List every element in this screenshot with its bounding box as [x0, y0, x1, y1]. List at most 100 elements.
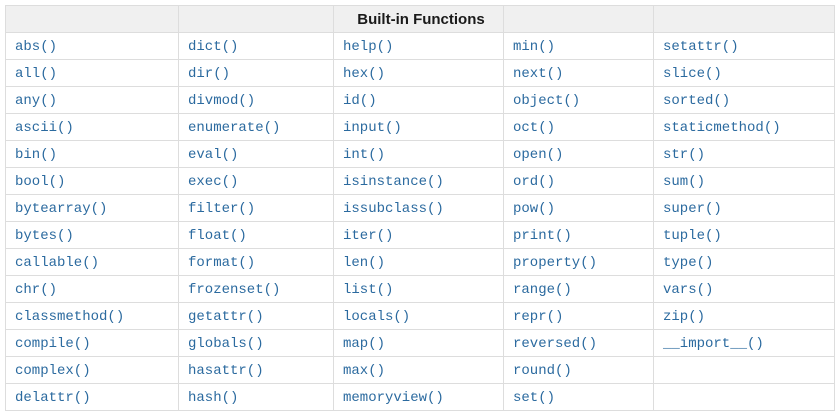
- function-link-hex[interactable]: hex(): [343, 66, 386, 82]
- table-row: bin() eval() int() open() str(): [5, 140, 835, 168]
- function-cell: hex(): [333, 59, 504, 87]
- function-link-vars[interactable]: vars(): [663, 282, 714, 298]
- function-cell: repr(): [503, 302, 654, 330]
- function-link-id[interactable]: id(): [343, 93, 377, 109]
- function-link-list[interactable]: list(): [343, 282, 394, 298]
- table-row: chr() frozenset() list() range() vars(): [5, 275, 835, 303]
- function-link-getattr[interactable]: getattr(): [188, 309, 264, 325]
- function-cell: sum(): [653, 167, 835, 195]
- function-link-complex[interactable]: complex(): [15, 363, 91, 379]
- function-link-iter[interactable]: iter(): [343, 228, 394, 244]
- function-link-callable[interactable]: callable(): [15, 255, 100, 271]
- function-link-abs[interactable]: abs(): [15, 39, 58, 55]
- function-link-delattr[interactable]: delattr(): [15, 390, 91, 406]
- function-link-format[interactable]: format(): [188, 255, 256, 271]
- function-link-locals[interactable]: locals(): [343, 309, 411, 325]
- function-link-classmethod[interactable]: classmethod(): [15, 309, 125, 325]
- function-cell: isinstance(): [333, 167, 504, 195]
- function-link-print[interactable]: print(): [513, 228, 572, 244]
- function-link-reversed[interactable]: reversed(): [513, 336, 598, 352]
- function-link-zip[interactable]: zip(): [663, 309, 706, 325]
- function-link-chr[interactable]: chr(): [15, 282, 58, 298]
- function-link-pow[interactable]: pow(): [513, 201, 556, 217]
- function-link-round[interactable]: round(): [513, 363, 572, 379]
- function-cell: open(): [503, 140, 654, 168]
- function-cell: list(): [333, 275, 504, 303]
- function-link-isinstance[interactable]: isinstance(): [343, 174, 444, 190]
- function-link-len[interactable]: len(): [343, 255, 386, 271]
- function-link-__import__[interactable]: __import__(): [663, 336, 764, 352]
- function-link-set[interactable]: set(): [513, 390, 556, 406]
- function-link-property[interactable]: property(): [513, 255, 598, 271]
- function-link-exec[interactable]: exec(): [188, 174, 239, 190]
- function-cell: sorted(): [653, 86, 835, 114]
- function-link-object[interactable]: object(): [513, 93, 581, 109]
- function-cell: setattr(): [653, 32, 835, 60]
- function-link-issubclass[interactable]: issubclass(): [343, 201, 444, 217]
- function-link-bytearray[interactable]: bytearray(): [15, 201, 108, 217]
- function-link-eval[interactable]: eval(): [188, 147, 239, 163]
- function-link-filter[interactable]: filter(): [188, 201, 256, 217]
- function-link-super[interactable]: super(): [663, 201, 722, 217]
- function-link-divmod[interactable]: divmod(): [188, 93, 256, 109]
- function-link-compile[interactable]: compile(): [15, 336, 91, 352]
- function-link-help[interactable]: help(): [343, 39, 394, 55]
- function-link-str[interactable]: str(): [663, 147, 706, 163]
- function-link-bool[interactable]: bool(): [15, 174, 66, 190]
- function-link-dict[interactable]: dict(): [188, 39, 239, 55]
- function-cell: input(): [333, 113, 504, 141]
- function-link-range[interactable]: range(): [513, 282, 572, 298]
- function-link-float[interactable]: float(): [188, 228, 247, 244]
- function-link-ord[interactable]: ord(): [513, 174, 556, 190]
- function-link-input[interactable]: input(): [343, 120, 402, 136]
- function-cell: range(): [503, 275, 654, 303]
- function-link-setattr[interactable]: setattr(): [663, 39, 739, 55]
- function-link-all[interactable]: all(): [15, 66, 58, 82]
- function-cell: map(): [333, 329, 504, 357]
- function-cell: any(): [5, 86, 179, 114]
- function-cell: eval(): [178, 140, 334, 168]
- function-cell: iter(): [333, 221, 504, 249]
- function-link-frozenset[interactable]: frozenset(): [188, 282, 281, 298]
- function-link-oct[interactable]: oct(): [513, 120, 556, 136]
- function-cell: property(): [503, 248, 654, 276]
- function-link-tuple[interactable]: tuple(): [663, 228, 722, 244]
- function-link-bytes[interactable]: bytes(): [15, 228, 74, 244]
- function-link-int[interactable]: int(): [343, 147, 386, 163]
- function-link-type[interactable]: type(): [663, 255, 714, 271]
- function-link-memoryview[interactable]: memoryview(): [343, 390, 444, 406]
- function-cell: slice(): [653, 59, 835, 87]
- function-cell: id(): [333, 86, 504, 114]
- function-link-staticmethod[interactable]: staticmethod(): [663, 120, 781, 136]
- function-cell: min(): [503, 32, 654, 60]
- function-link-globals[interactable]: globals(): [188, 336, 264, 352]
- function-cell: bin(): [5, 140, 179, 168]
- function-cell: __import__(): [653, 329, 835, 357]
- function-link-max[interactable]: max(): [343, 363, 386, 379]
- function-cell: hash(): [178, 383, 334, 411]
- function-cell: ord(): [503, 167, 654, 195]
- function-link-slice[interactable]: slice(): [663, 66, 722, 82]
- function-cell: dir(): [178, 59, 334, 87]
- function-link-hasattr[interactable]: hasattr(): [188, 363, 264, 379]
- function-cell: str(): [653, 140, 835, 168]
- function-link-open[interactable]: open(): [513, 147, 564, 163]
- function-link-bin[interactable]: bin(): [15, 147, 58, 163]
- function-link-ascii[interactable]: ascii(): [15, 120, 74, 136]
- function-link-next[interactable]: next(): [513, 66, 564, 82]
- empty-cell: [653, 356, 835, 384]
- function-link-any[interactable]: any(): [15, 93, 58, 109]
- function-cell: vars(): [653, 275, 835, 303]
- function-link-repr[interactable]: repr(): [513, 309, 564, 325]
- function-link-dir[interactable]: dir(): [188, 66, 231, 82]
- function-link-min[interactable]: min(): [513, 39, 556, 55]
- function-cell: staticmethod(): [653, 113, 835, 141]
- function-link-sorted[interactable]: sorted(): [663, 93, 731, 109]
- function-link-sum[interactable]: sum(): [663, 174, 706, 190]
- table-row: bool() exec() isinstance() ord() sum(): [5, 167, 835, 195]
- table-title: Built-in Functions: [333, 5, 504, 33]
- function-link-enumerate[interactable]: enumerate(): [188, 120, 281, 136]
- function-link-hash[interactable]: hash(): [188, 390, 239, 406]
- function-cell: divmod(): [178, 86, 334, 114]
- function-link-map[interactable]: map(): [343, 336, 386, 352]
